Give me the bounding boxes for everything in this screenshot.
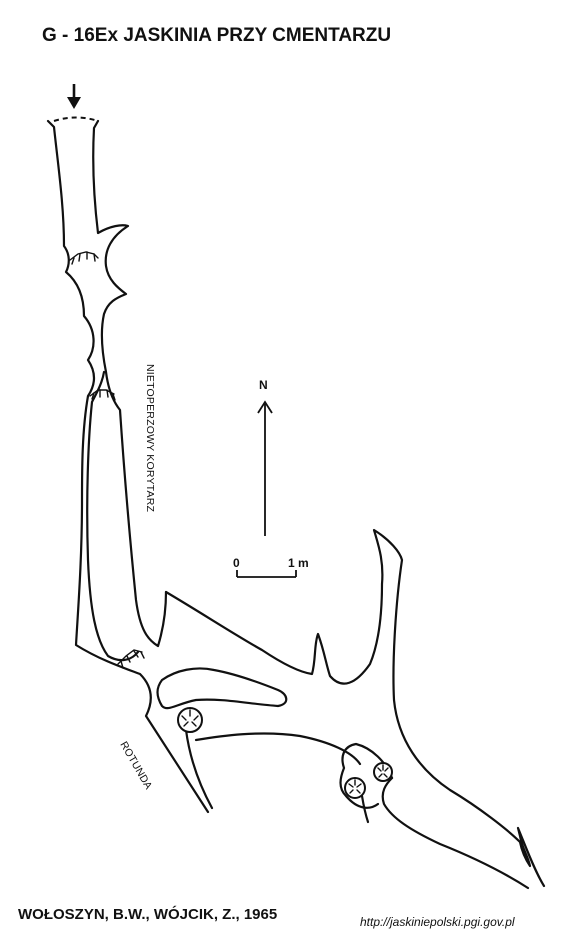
north-label: N (259, 378, 268, 392)
north-arrow-icon (257, 400, 273, 536)
wall-hatch (120, 650, 145, 669)
cave-wall (92, 119, 168, 648)
cave-wall (339, 742, 394, 809)
scale-bar (236, 570, 297, 578)
entrance-arrow-icon (67, 84, 81, 109)
cave-wall (194, 732, 362, 766)
map-title: G - 16Ex JASKINIA PRZY CMENTARZU (42, 25, 391, 46)
wall-hatch (117, 649, 143, 665)
rotunda-label: ROTUNDA (117, 740, 154, 792)
wall-hatch (91, 389, 116, 401)
cave-wall (156, 667, 288, 710)
cave-wall (360, 794, 370, 824)
entrance-line (53, 116, 99, 122)
sinter-pillar-icon (344, 777, 366, 799)
scale-start-label: 0 (233, 556, 240, 570)
corridor-label: NIETOPERZOWY KORYTARZ (144, 364, 156, 512)
cave-wall (164, 528, 546, 888)
cave-wall (86, 370, 140, 662)
sinter-pillar-icon (373, 762, 393, 782)
cave-wall (381, 776, 530, 890)
authors-credit: WOŁOSZYN, B.W., WÓJCIK, Z., 1965 (18, 905, 277, 923)
source-url[interactable]: http://jaskiniepolski.pgi.gov.pl (360, 915, 515, 929)
wall-hatch (71, 251, 96, 265)
sinter-pillar-icon (177, 707, 203, 733)
scale-end-label: 1 m (288, 556, 309, 570)
cave-wall (46, 119, 210, 814)
cave-wall (184, 728, 214, 810)
wall-hatch (69, 251, 99, 261)
